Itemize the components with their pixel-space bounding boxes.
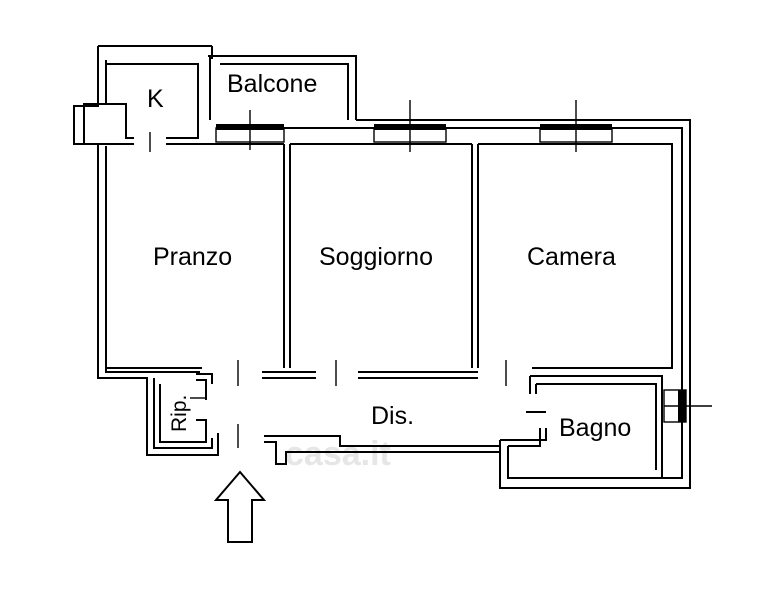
room-label-storage: Rip.	[168, 395, 191, 432]
room-label-dining: Pranzo	[153, 243, 232, 271]
windows	[215, 100, 712, 423]
room-label-bathroom: Bagno	[559, 414, 631, 442]
room-label-living: Soggiorno	[319, 243, 433, 271]
interior-walls	[105, 143, 673, 478]
entrance-arrow-icon	[213, 470, 267, 543]
door-ticks	[149, 132, 507, 448]
room-label-balcony: Balcone	[227, 70, 317, 98]
room-label-kitchen: K	[147, 85, 164, 113]
outer-walls	[73, 45, 691, 489]
watermark: casa.it	[285, 435, 391, 473]
room-label-hall: Dis.	[371, 402, 414, 430]
room-label-bedroom: Camera	[527, 243, 616, 271]
